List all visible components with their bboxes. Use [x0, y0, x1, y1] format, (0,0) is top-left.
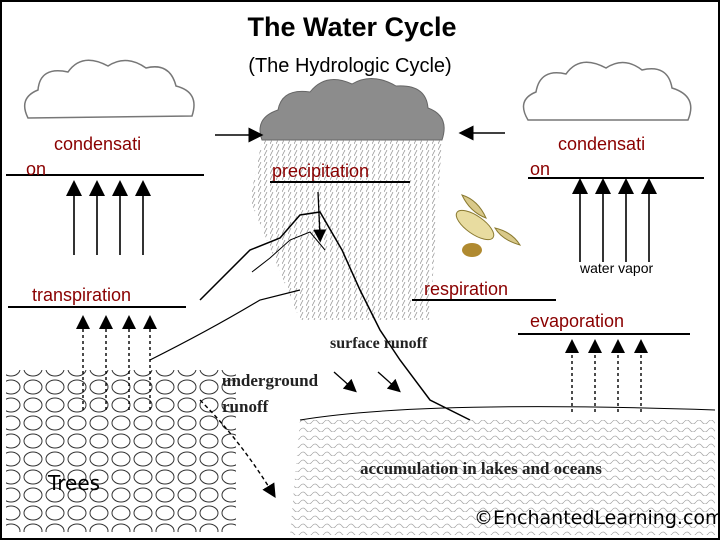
bird-icon	[455, 194, 522, 257]
cloud-icon	[23, 59, 195, 119]
underground-runoff-arrow	[199, 399, 276, 498]
water-vapor-label: water vapor	[579, 260, 653, 276]
condensation-arrows-right	[572, 178, 657, 262]
condensation-label-left-cont: on	[26, 159, 46, 179]
surface-runoff-label: surface runoff	[330, 335, 428, 352]
hillside	[149, 289, 301, 361]
underground-runoff-label: underground	[222, 371, 319, 390]
surface-runoff-arrows	[333, 371, 401, 393]
credit-text: ©EnchantedLearning.com	[474, 507, 720, 529]
diagram-title: The Water Cycle	[247, 12, 456, 42]
transpiration-arrows	[76, 315, 157, 410]
mountain	[199, 211, 471, 421]
condensation-label-left: condensati	[54, 134, 141, 154]
ocean	[290, 420, 715, 535]
evaporation-arrows	[565, 339, 648, 412]
evaporation-label: evaporation	[530, 311, 624, 331]
rain-area	[250, 140, 442, 320]
condensation-arrows-left	[66, 180, 151, 255]
respiration-label: respiration	[424, 279, 508, 299]
diagram-subtitle: (The Hydrologic Cycle)	[248, 55, 451, 77]
precipitation-arrow	[313, 191, 327, 243]
accumulation-label: accumulation in lakes and oceans	[360, 459, 602, 478]
transpiration-label: transpiration	[32, 285, 131, 305]
condensation-label-right: condensati	[558, 134, 645, 154]
storm-cloud-icon	[259, 78, 445, 141]
trees-label: Trees	[47, 471, 100, 495]
trees-area	[6, 370, 236, 532]
cloud-icon	[522, 61, 692, 121]
condensation-label-right-cont: on	[530, 159, 550, 179]
underground-runoff-label-cont: runoff	[222, 397, 269, 416]
precipitation-label: precipitation	[272, 161, 369, 181]
